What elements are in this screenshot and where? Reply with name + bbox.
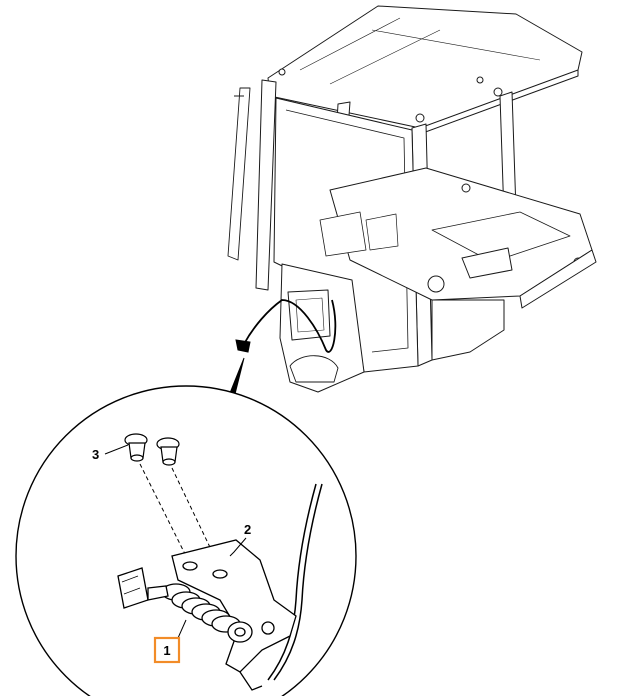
detail-view <box>15 385 357 696</box>
cab-pillar-rear-left <box>255 79 277 291</box>
cab-cable <box>243 299 337 353</box>
callout-label-2: 2 <box>244 522 251 537</box>
callout-1-highlight-box <box>153 636 181 664</box>
cab-roof <box>267 5 583 129</box>
mounting-bracket <box>171 539 297 691</box>
cab-illustration <box>227 5 597 393</box>
callout-label-1: 1 <box>163 643 170 658</box>
screw-right <box>156 437 180 466</box>
callout-label-3: 3 <box>92 447 99 462</box>
detail-circle <box>15 385 357 696</box>
spring-assembly <box>117 567 253 643</box>
callout-1-highlight: 1 <box>153 636 181 664</box>
screw-left <box>124 433 148 462</box>
